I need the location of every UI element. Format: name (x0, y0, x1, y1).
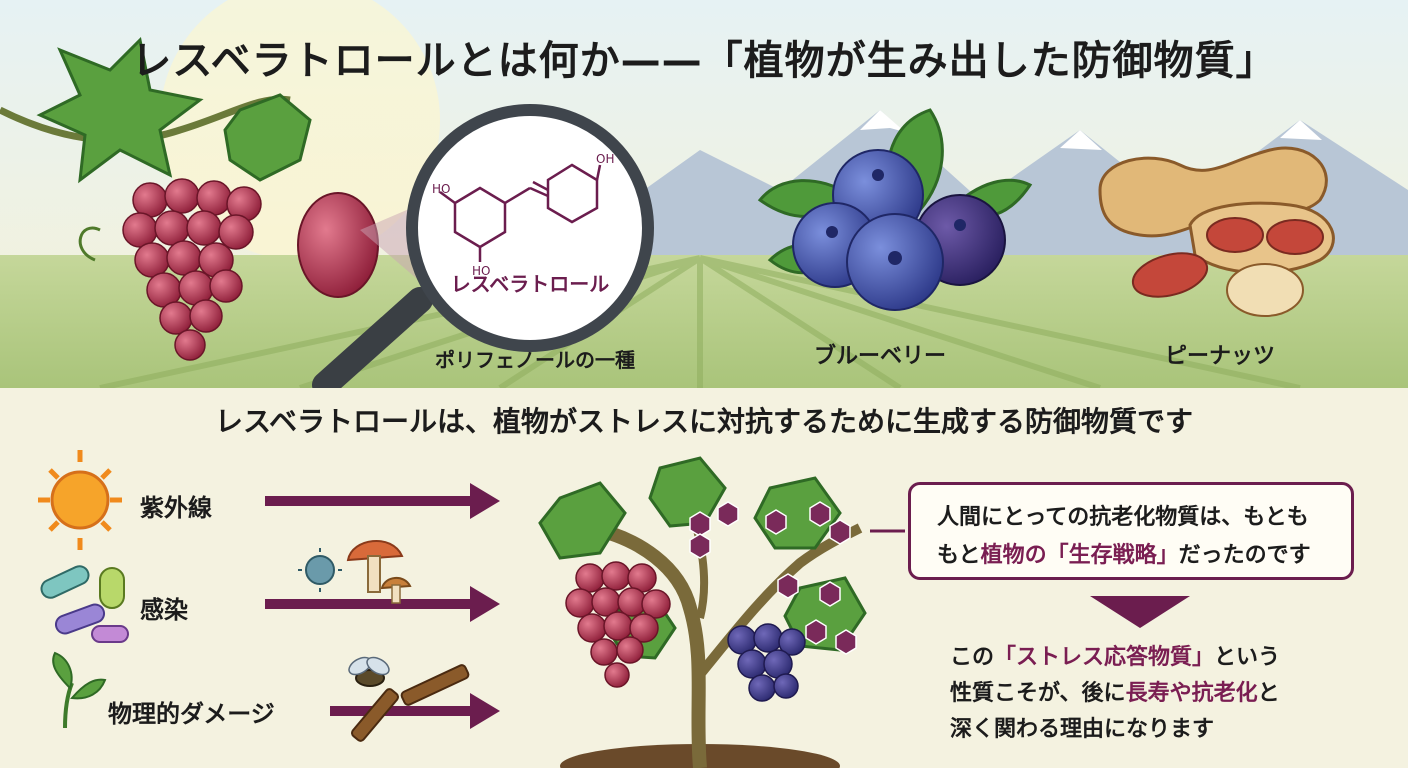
resveratrol-structure (439, 163, 602, 262)
conclusion-line-2: 性質こそが、後に長寿や抗老化と (950, 676, 1390, 712)
down-arrow (1090, 596, 1190, 628)
sun-icon (38, 450, 122, 550)
callout-line-1: 人間にとっての抗老化物質は、もとも (937, 505, 1309, 530)
top-scene (0, 0, 1408, 388)
conclusion-l2-post: と (1257, 681, 1280, 706)
blueberry-illustration (757, 108, 1033, 311)
virus-mushroom-icon (298, 540, 412, 604)
conclusion-l1-post: という (1214, 645, 1281, 670)
conclusion-line-1: この「ストレス応答物質」という (950, 640, 1390, 676)
molecule-name: レスベラトロール (450, 272, 610, 296)
callout-line-2: もと植物の「生存戦略」だったのです (937, 537, 1341, 575)
peanut-illustration (1098, 146, 1335, 317)
callout-highlight: 植物の「生存戦略」 (980, 543, 1179, 568)
conclusion-text: この「ストレス応答物質」という 性質こそが、後に長寿や抗老化と 深く関わる理由に… (950, 640, 1390, 748)
page-title: レスベラトロールとは何か——「植物が生み出した防御物質」 (131, 38, 1277, 84)
stressor-infection-label: 感染 (140, 596, 188, 624)
stressor-uv-label: 紫外線 (140, 494, 212, 522)
grapevine-plant-illustration (538, 456, 867, 768)
bacteria-icon (40, 565, 129, 643)
headline: レスベラトロールは、植物がストレスに対抗するために生成する防御物質です (214, 405, 1194, 438)
polyphenol-caption: ポリフェノールの一種 (435, 348, 635, 372)
oh-label-2: HO (472, 264, 491, 278)
bottom-illustrations (38, 450, 1190, 768)
callout-line-2-post: だったのです (1178, 543, 1311, 568)
callout-line-2-pre: もと (937, 543, 981, 568)
stressor-damage-label: 物理的ダメージ (108, 700, 275, 728)
conclusion-l2-pre: 性質こそが、後に (950, 681, 1126, 706)
conclusion-l2-highlight: 長寿や抗老化 (1125, 681, 1258, 706)
callout-box: 人間にとっての抗老化物質は、もとも もと植物の「生存戦略」だったのです (908, 482, 1354, 580)
oh-label-1: HO (432, 182, 451, 196)
damage-arrow (330, 693, 500, 729)
conclusion-l1-pre: この (950, 645, 995, 670)
blueberry-caption: ブルーベリー (813, 344, 946, 369)
grape-vine-illustration (0, 36, 312, 361)
conclusion-line-3: 深く関わる理由になります (950, 717, 1215, 742)
magnifier-icon (312, 104, 654, 388)
uv-arrow (265, 483, 500, 519)
conclusion-l1-highlight: 「ストレス応答物質」 (994, 645, 1215, 670)
peanut-caption: ピーナッツ (1164, 344, 1275, 369)
sprout-icon (52, 651, 107, 729)
infection-arrow (265, 586, 500, 622)
insect-branch-icon (348, 656, 470, 742)
oh-label-3: OH (596, 152, 615, 166)
